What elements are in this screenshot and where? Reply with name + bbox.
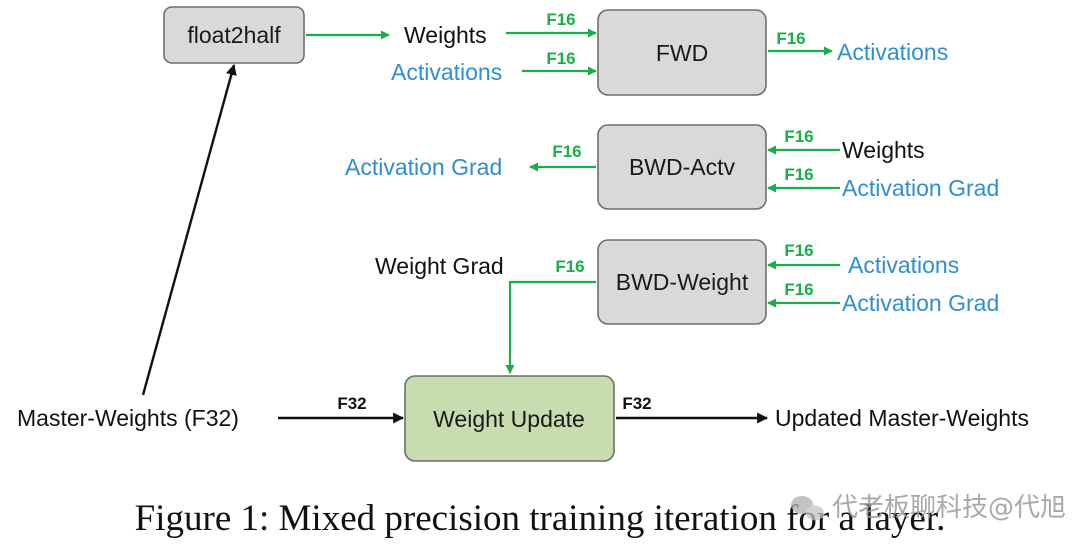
precision-label: F16 [784, 280, 813, 299]
precision-label: F16 [546, 10, 575, 29]
arrow-master-to-float2half [141, 63, 237, 396]
bwd-actv-box: BWD-Actv [597, 124, 767, 210]
precision-label: F16 [555, 257, 584, 276]
bwd-actv-input-weights-label: Weights [842, 137, 925, 163]
bwd-actv-box-label: BWD-Actv [629, 154, 736, 180]
fwd-output-activations-label: Activations [837, 39, 948, 65]
precision-label: F16 [784, 241, 813, 260]
figure-caption: Figure 1: Mixed precision training itera… [135, 498, 946, 539]
fwd-box-label: FWD [656, 40, 708, 66]
precision-label: F16 [776, 29, 805, 48]
updated-master-weights-label: Updated Master-Weights [775, 405, 1029, 431]
fwd-box: FWD [597, 9, 767, 96]
bwd-weight-box: BWD-Weight [597, 239, 767, 325]
wechat-icon [791, 496, 824, 521]
weight-update-box: Weight Update [404, 375, 615, 462]
precision-label: F32 [337, 394, 366, 413]
precision-label: F16 [552, 142, 581, 161]
float2half-box: float2half [163, 6, 305, 64]
bwd-weight-input-activations-label: Activations [848, 252, 959, 278]
bwd-actv-output-activation-grad-label: Activation Grad [345, 154, 502, 180]
weight-update-box-label: Weight Update [433, 406, 585, 432]
watermark: 代老板聊科技@代旭 [791, 493, 1066, 523]
master-weights-label: Master-Weights (F32) [17, 405, 239, 431]
bwd-weight-input-activation-grad-label: Activation Grad [842, 290, 999, 316]
precision-label: F16 [784, 165, 813, 184]
bwd-weight-box-label: BWD-Weight [616, 269, 749, 295]
arrow-bwd-weight-to-weight-update [505, 280, 596, 374]
bwd-weight-output-weight-grad-label: Weight Grad [375, 253, 504, 279]
fwd-input-weights-label: Weights [404, 22, 487, 48]
bwd-actv-input-activation-grad-label: Activation Grad [842, 175, 999, 201]
watermark-text: 代老板聊科技@代旭 [832, 493, 1066, 523]
float2half-box-label: float2half [187, 22, 281, 48]
precision-label: F16 [784, 127, 813, 146]
precision-label: F32 [622, 394, 651, 413]
fwd-input-activations-label: Activations [391, 59, 502, 85]
precision-label: F16 [546, 49, 575, 68]
